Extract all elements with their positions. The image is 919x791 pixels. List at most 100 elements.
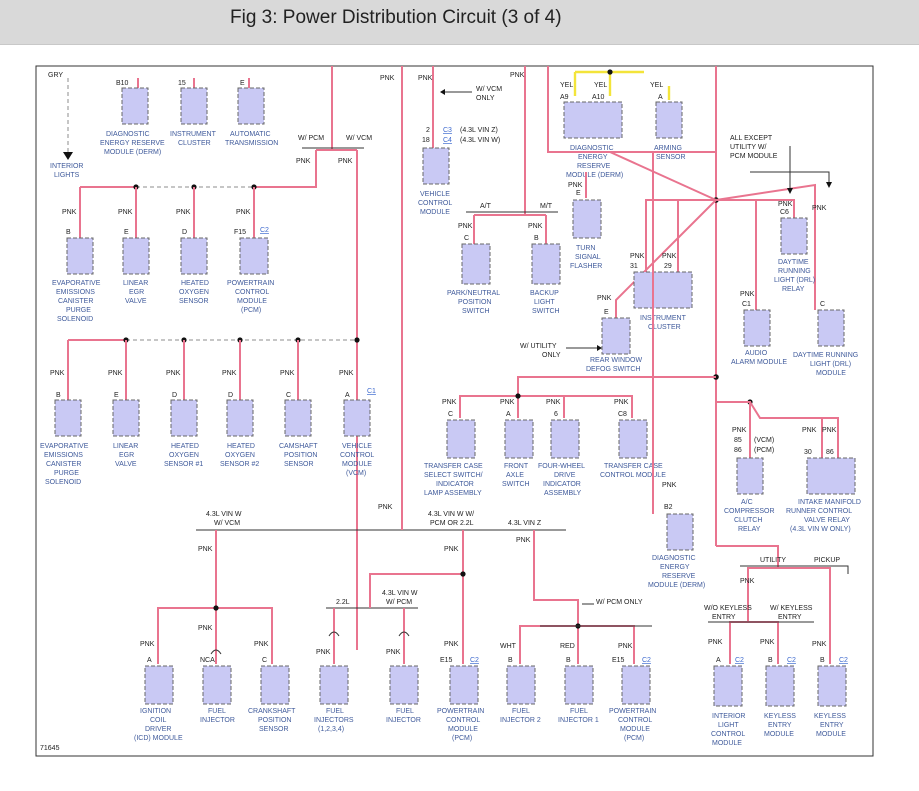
svg-text:W/ PCM: W/ PCM — [298, 135, 324, 142]
svg-text:LINEAR: LINEAR — [123, 280, 148, 287]
transfer-case-control-module: C8 TRANSFER CASE CONTROL MODULE — [600, 411, 666, 479]
svg-text:4.3L VIN W W/: 4.3L VIN W W/ — [428, 511, 474, 518]
svg-text:SENSOR #1: SENSOR #1 — [164, 461, 203, 468]
svg-text:C2: C2 — [260, 227, 269, 234]
svg-text:(PCM): (PCM) — [754, 447, 774, 454]
svg-text:EMISSIONS: EMISSIONS — [44, 452, 83, 459]
svg-text:POSITION: POSITION — [258, 717, 291, 724]
svg-text:PNK: PNK — [662, 253, 677, 260]
svg-text:30: 30 — [804, 449, 812, 456]
svg-text:EVAPORATIVE: EVAPORATIVE — [52, 280, 101, 287]
svg-text:(ICD) MODULE: (ICD) MODULE — [134, 735, 183, 742]
svg-text:SOLENOID: SOLENOID — [45, 479, 81, 486]
svg-text:DEFOG SWITCH: DEFOG SWITCH — [586, 366, 640, 373]
svg-text:UTILITY: UTILITY — [760, 557, 786, 564]
svg-text:ENERGY: ENERGY — [660, 564, 690, 571]
svg-text:PNK: PNK — [510, 72, 525, 79]
svg-text:INTERIOR: INTERIOR — [712, 713, 745, 720]
svg-text:PNK: PNK — [222, 370, 237, 377]
svg-text:FLASHER: FLASHER — [570, 263, 602, 270]
svg-text:PNK: PNK — [444, 546, 459, 553]
svg-text:ENERGY: ENERGY — [578, 154, 608, 161]
svg-text:PNK: PNK — [630, 253, 645, 260]
svg-text:CLUSTER: CLUSTER — [178, 140, 211, 147]
svg-text:SWITCH: SWITCH — [532, 308, 560, 315]
fuel-injector-w: FUEL INJECTOR — [386, 665, 421, 724]
svg-text:MODULE: MODULE — [342, 461, 372, 468]
svg-text:C: C — [820, 301, 825, 308]
svg-text:PNK: PNK — [198, 546, 213, 553]
svg-text:RELAY: RELAY — [782, 286, 805, 293]
svg-text:RED: RED — [560, 643, 575, 650]
svg-text:PNK: PNK — [50, 370, 65, 377]
svg-text:POSITION: POSITION — [284, 452, 317, 459]
vcm-mid: A C1 VEHICLE CONTROL MODULE (VCM) — [340, 388, 376, 477]
svg-text:C6: C6 — [780, 209, 789, 216]
diagram-frame — [35, 65, 874, 757]
svg-text:POSITION: POSITION — [458, 299, 491, 306]
svg-text:(VCM): (VCM) — [754, 437, 774, 444]
interior-lights-label: INTERIOR — [50, 163, 83, 170]
svg-text:VALVE RELAY: VALVE RELAY — [804, 517, 850, 524]
svg-text:D: D — [182, 229, 187, 236]
svg-text:PNK: PNK — [778, 201, 793, 208]
svg-text:A: A — [716, 657, 721, 664]
svg-text:A: A — [658, 94, 663, 101]
svg-text:MODULE: MODULE — [816, 370, 846, 377]
svg-text:OXYGEN: OXYGEN — [179, 289, 209, 296]
svg-text:C3: C3 — [443, 127, 452, 134]
svg-text:PNK: PNK — [316, 649, 331, 656]
svg-text:EVAPORATIVE: EVAPORATIVE — [40, 443, 89, 450]
svg-text:PNK: PNK — [444, 641, 459, 648]
svg-text:LIGHTS: LIGHTS — [54, 172, 80, 179]
transfer-case-select-switch: C TRANSFER CASE SELECT SWITCH/ INDICATOR… — [424, 411, 483, 497]
svg-text:EGR: EGR — [129, 289, 144, 296]
svg-text:(PCM): (PCM) — [452, 735, 472, 742]
svg-text:HEATED: HEATED — [181, 280, 209, 287]
svg-text:LIGHT (DRL): LIGHT (DRL) — [774, 277, 815, 284]
svg-text:31: 31 — [630, 263, 638, 270]
svg-text:A10: A10 — [592, 94, 605, 101]
derm-low-component: B2 DIAGNOSTIC ENERGY RESERVE MODULE (DER… — [648, 504, 705, 589]
instrument-cluster-mid: 31 29 INSTRUMENT CLUSTER — [630, 263, 693, 331]
page-title: Fig 3: Power Distribution Circuit (3 of … — [230, 7, 562, 28]
svg-text:C: C — [448, 411, 453, 418]
svg-text:MODULE: MODULE — [448, 726, 478, 733]
svg-text:C1: C1 — [367, 388, 376, 395]
instrument-cluster-top: 15 INSTRUMENT CLUSTER — [170, 80, 217, 147]
svg-text:PNK: PNK — [708, 639, 723, 646]
svg-text:W/ UTILITY: W/ UTILITY — [520, 343, 557, 350]
pcm-top: F15 C2 POWERTRAIN CONTROL MODULE (PCM) — [227, 227, 274, 314]
svg-text:E15: E15 — [440, 657, 453, 664]
svg-text:SENSOR #2: SENSOR #2 — [220, 461, 259, 468]
svg-text:B: B — [768, 657, 773, 664]
svg-text:CONTROL: CONTROL — [418, 200, 452, 207]
svg-text:MODULE: MODULE — [237, 298, 267, 305]
svg-text:CONTROL: CONTROL — [235, 289, 269, 296]
svg-text:M/T: M/T — [540, 203, 553, 210]
svg-text:A/T: A/T — [480, 203, 492, 210]
svg-text:YEL: YEL — [650, 82, 663, 89]
svg-text:E: E — [604, 309, 609, 316]
audio-alarm-module: C1 AUDIO ALARM MODULE — [731, 301, 787, 366]
svg-text:VEHICLE: VEHICLE — [342, 443, 372, 450]
svg-text:SELECT SWITCH/: SELECT SWITCH/ — [424, 472, 483, 479]
turn-signal-flasher: E TURN SIGNAL FLASHER — [570, 190, 602, 270]
svg-text:PNK: PNK — [458, 223, 473, 230]
svg-text:RUNNER CONTROL: RUNNER CONTROL — [786, 508, 852, 515]
svg-text:SENSOR: SENSOR — [259, 726, 289, 733]
svg-text:DIAGNOSTIC: DIAGNOSTIC — [652, 555, 696, 562]
svg-text:(4.3L VIN W ONLY): (4.3L VIN W ONLY) — [790, 526, 851, 533]
ac-compressor-relay: 85 86 (VCM) (PCM) A/C COMPRESSOR CLUTCH … — [724, 437, 775, 533]
svg-text:DIAGNOSTIC: DIAGNOSTIC — [570, 145, 614, 152]
intake-manifold-relay: 30 86 INTAKE MANIFOLD RUNNER CONTROL VAL… — [786, 449, 861, 533]
svg-text:PNK: PNK — [760, 639, 775, 646]
svg-text:INJECTOR: INJECTOR — [386, 717, 421, 724]
svg-text:INJECTORS: INJECTORS — [314, 717, 354, 724]
svg-text:NCA: NCA — [200, 657, 215, 664]
svg-text:CRANKSHAFT: CRANKSHAFT — [248, 708, 296, 715]
svg-text:PNK: PNK — [62, 209, 77, 216]
svg-text:AUTOMATIC: AUTOMATIC — [230, 131, 271, 138]
svg-text:SWITCH: SWITCH — [502, 481, 530, 488]
